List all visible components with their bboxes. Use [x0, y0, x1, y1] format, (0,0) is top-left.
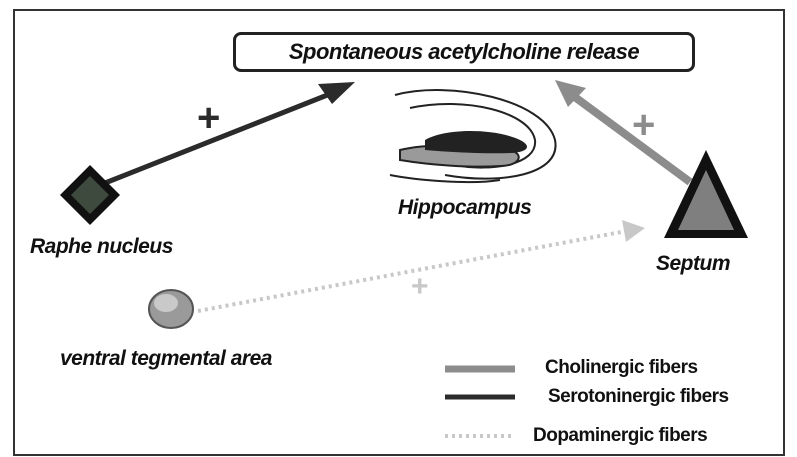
cholinergic-arrow — [568, 92, 690, 182]
raphe-plus-sign: + — [197, 96, 220, 141]
serotoninergic-arrowhead — [318, 82, 355, 104]
septum-marker — [664, 150, 748, 238]
vta-marker — [149, 290, 193, 328]
septum-label: Septum — [656, 252, 730, 276]
hippocampus-label: Hippocampus — [398, 196, 531, 220]
diagram-title: Spontaneous acetylcholine release — [289, 39, 639, 65]
legend-label-cholinergic: Cholinergic fibers — [545, 357, 698, 379]
serotoninergic-arrow — [105, 92, 335, 183]
raphe-nucleus-label: Raphe nucleus — [30, 235, 173, 259]
legend-label-dopaminergic: Dopaminergic fibers — [533, 425, 707, 447]
dopaminergic-arrowhead — [622, 220, 645, 242]
acetylcholine-release-box: Spontaneous acetylcholine release — [233, 32, 695, 72]
vta-plus-sign: + — [411, 270, 428, 304]
hippocampus-shape — [390, 90, 556, 182]
raphe-nucleus-marker — [60, 165, 120, 225]
vta-label: ventral tegmental area — [60, 347, 272, 371]
legend-label-serotoninergic: Serotoninergic fibers — [548, 386, 729, 408]
septum-plus-sign: + — [632, 103, 655, 148]
